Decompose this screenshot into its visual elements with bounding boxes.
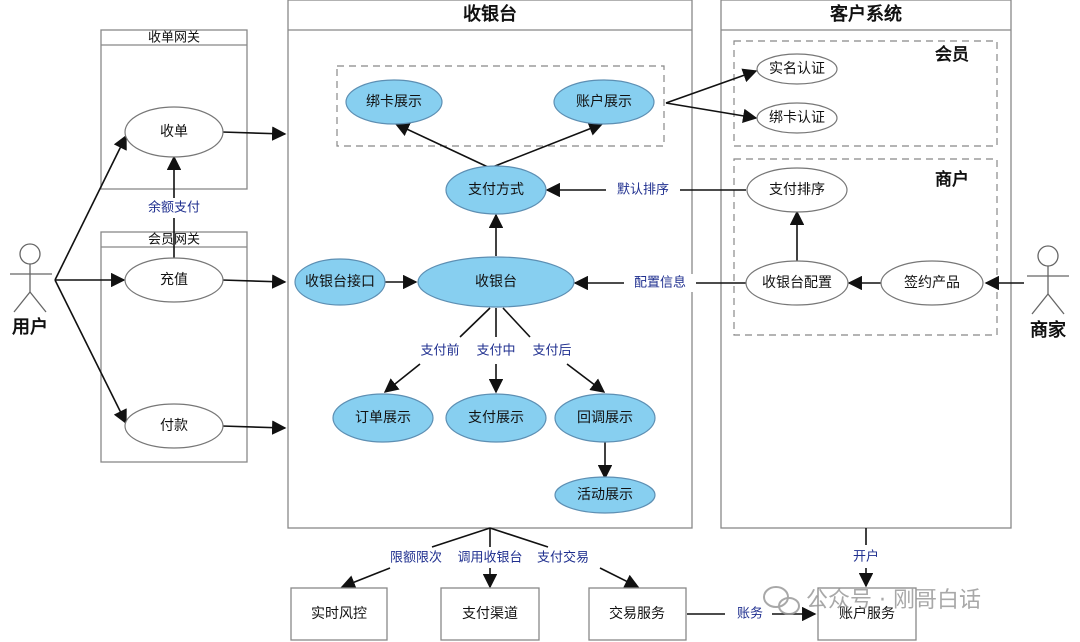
node-pay-method-label: 支付方式 xyxy=(468,182,524,198)
node-bind-card-auth-label: 绑卡认证 xyxy=(769,110,825,126)
node-order-display: 订单展示 xyxy=(332,393,434,443)
member-dashed-group xyxy=(733,40,998,147)
watermark-text: 公众号 · 刚哥白话 xyxy=(806,588,981,613)
merchant-group-title: 商户 xyxy=(935,169,969,190)
node-pay-method: 支付方式 xyxy=(445,165,547,215)
node-bind-card-display: 绑卡展示 xyxy=(345,79,443,125)
service-risk-label: 实时风控 xyxy=(311,606,367,622)
usecase-collect: 收单 xyxy=(124,106,224,158)
node-account-display-label: 账户展示 xyxy=(576,93,632,110)
label-pay-trade: 支付交易 xyxy=(537,550,589,566)
node-callback-display-label: 回调展示 xyxy=(577,410,633,426)
label-limit: 限额限次 xyxy=(390,550,442,566)
service-channel-label: 支付渠道 xyxy=(462,606,518,622)
usecase-collect-label: 收单 xyxy=(160,124,188,140)
service-risk: 实时风控 xyxy=(290,587,388,641)
customer-system-box: 客户系统 xyxy=(720,0,1012,529)
merchant-actor-icon xyxy=(1027,245,1069,315)
merchant-dashed-group xyxy=(733,158,998,336)
node-pay-sort-label: 支付排序 xyxy=(769,182,825,198)
node-account-display: 账户展示 xyxy=(553,79,655,125)
node-order-display-label: 订单展示 xyxy=(355,410,411,426)
node-pay-display-label: 支付展示 xyxy=(468,410,524,426)
label-default-sort: 默认排序 xyxy=(617,182,669,198)
node-real-name-auth: 实名认证 xyxy=(756,53,838,85)
node-real-name-auth-label: 实名认证 xyxy=(769,61,825,77)
edge-labels: 余额支付 默认排序 配置信息 支付前 支付中 支付后 限额限次 调用收银台 支付… xyxy=(140,181,879,622)
node-cashier-core: 收银台 xyxy=(417,256,575,308)
label-config-info: 配置信息 xyxy=(634,275,686,291)
service-channel: 支付渠道 xyxy=(440,587,540,641)
label-call-cashier: 调用收银台 xyxy=(457,551,522,566)
node-sign-product-label: 签约产品 xyxy=(904,274,960,291)
usecase-pay: 付款 xyxy=(124,403,224,449)
label-balance-pay: 余额支付 xyxy=(148,200,200,216)
service-account-label: 账户服务 xyxy=(839,605,895,622)
service-account: 账户服务 xyxy=(817,587,917,641)
usecase-recharge: 充值 xyxy=(124,257,224,303)
label-accounting: 账务 xyxy=(737,606,763,622)
node-cashier-interface-label: 收银台接口 xyxy=(305,273,375,290)
node-activity-display: 活动展示 xyxy=(554,476,656,514)
node-sign-product: 签约产品 xyxy=(880,260,984,306)
wechat-icon xyxy=(763,586,800,615)
usecase-recharge-label: 充值 xyxy=(160,272,188,288)
node-callback-display: 回调展示 xyxy=(554,393,656,443)
watermark: 公众号 · 刚哥白话 xyxy=(763,586,981,615)
label-before-pay: 支付前 xyxy=(420,343,459,359)
label-after-pay: 支付后 xyxy=(532,344,571,359)
label-during-pay: 支付中 xyxy=(476,344,515,359)
service-trade-label: 交易服务 xyxy=(609,605,665,622)
node-cashier-config-label: 收银台配置 xyxy=(762,275,832,291)
node-cashier-config: 收银台配置 xyxy=(745,260,849,306)
node-pay-sort: 支付排序 xyxy=(746,167,848,213)
service-trade: 交易服务 xyxy=(588,587,687,641)
member-group-title: 会员 xyxy=(935,44,969,65)
node-bind-card-auth: 绑卡认证 xyxy=(756,102,838,134)
user-actor-icon xyxy=(10,243,52,313)
node-cashier-core-label: 收银台 xyxy=(475,274,517,290)
collect-gateway-title: 收单网关 xyxy=(148,31,200,46)
label-open-account: 开户 xyxy=(853,549,879,565)
node-pay-display: 支付展示 xyxy=(445,393,547,443)
cashier-title: 收银台 xyxy=(463,3,517,25)
node-cashier-interface: 收银台接口 xyxy=(294,258,386,306)
customer-system-title: 客户系统 xyxy=(830,3,902,25)
display-dashed-group xyxy=(336,65,665,147)
user-actor-label: 用户 xyxy=(12,316,48,338)
connectors xyxy=(54,68,1024,622)
node-activity-display-label: 活动展示 xyxy=(577,487,633,503)
usecase-pay-label: 付款 xyxy=(160,418,188,434)
node-bind-card-display-label: 绑卡展示 xyxy=(366,94,422,110)
merchant-actor-label: 商家 xyxy=(1030,319,1067,341)
